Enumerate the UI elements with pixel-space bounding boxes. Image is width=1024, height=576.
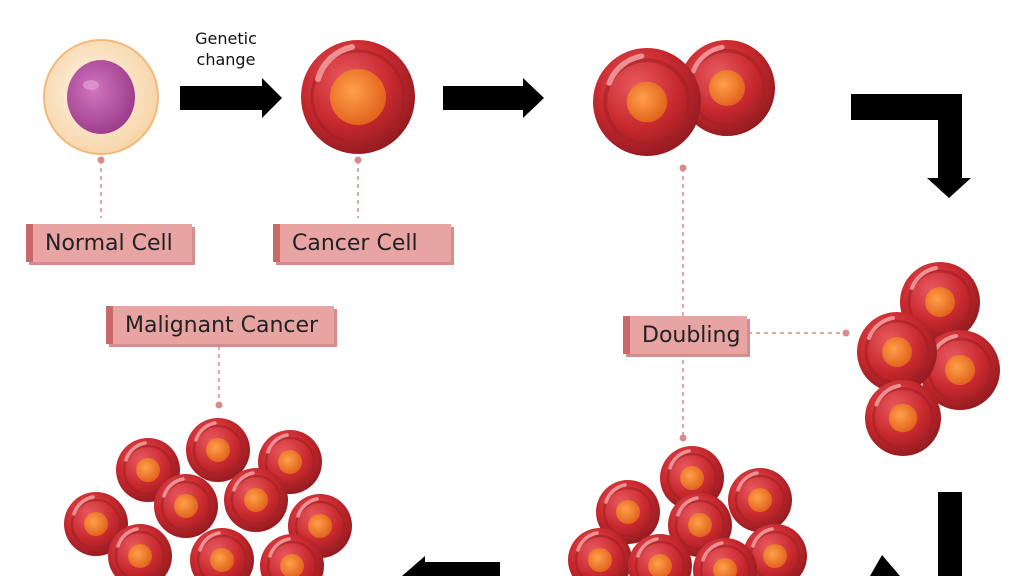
- cancer-cell: [301, 40, 415, 154]
- cell-cluster-four: [855, 260, 1002, 458]
- cell-cluster-malignant: [62, 416, 354, 576]
- label-doubling: Doubling: [623, 316, 747, 354]
- cell-cluster-medium: [566, 444, 809, 576]
- arrow-elbow-down-1: [851, 94, 971, 198]
- caption-line-1: Genetic: [195, 29, 257, 48]
- arrow-genetic-change: [180, 78, 282, 118]
- label-malignant-cancer: Malignant Cancer: [106, 306, 334, 344]
- label-normal-cell: Normal Cell: [26, 224, 192, 262]
- arrow-to-division: [443, 78, 544, 118]
- dividing-cells: [593, 40, 775, 156]
- label-cancer-cell: Cancer Cell: [273, 224, 451, 262]
- normal-cell: [43, 39, 159, 155]
- arrow-elbow-down-2: [870, 492, 962, 576]
- caption-line-2: change: [196, 50, 256, 69]
- connector-dots: [97, 156, 850, 442]
- connector-lines: [100, 160, 846, 438]
- genetic-change-caption: Genetic change: [186, 28, 266, 70]
- arrow-to-malignant: [402, 556, 500, 576]
